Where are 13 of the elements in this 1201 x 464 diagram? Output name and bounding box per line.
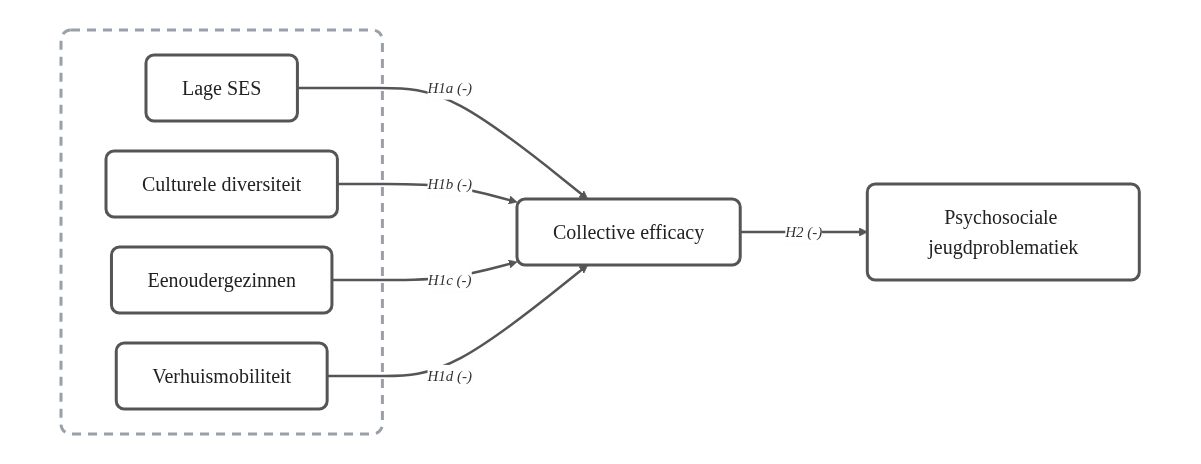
edge-label: H1a (-)	[427, 79, 473, 96]
edge-label: H2 (-)	[785, 223, 823, 240]
node-box: Psychosociale jeugdproblematiek	[866, 182, 1142, 282]
node-box: Collective efficacy	[515, 197, 743, 267]
node-box: Eenoudergezinnen	[110, 245, 334, 315]
cluster	[59, 28, 385, 436]
node-box: Verhuismobiliteit	[115, 341, 329, 411]
node-box: Lage SES	[144, 53, 300, 123]
arrow	[297, 86, 589, 200]
edge-label: H1c (-)	[428, 271, 472, 288]
edge-label: H1d (-)	[427, 367, 473, 384]
node-box: Culturele diversiteit	[104, 149, 340, 219]
edge-label: H1b (-)	[427, 175, 473, 192]
